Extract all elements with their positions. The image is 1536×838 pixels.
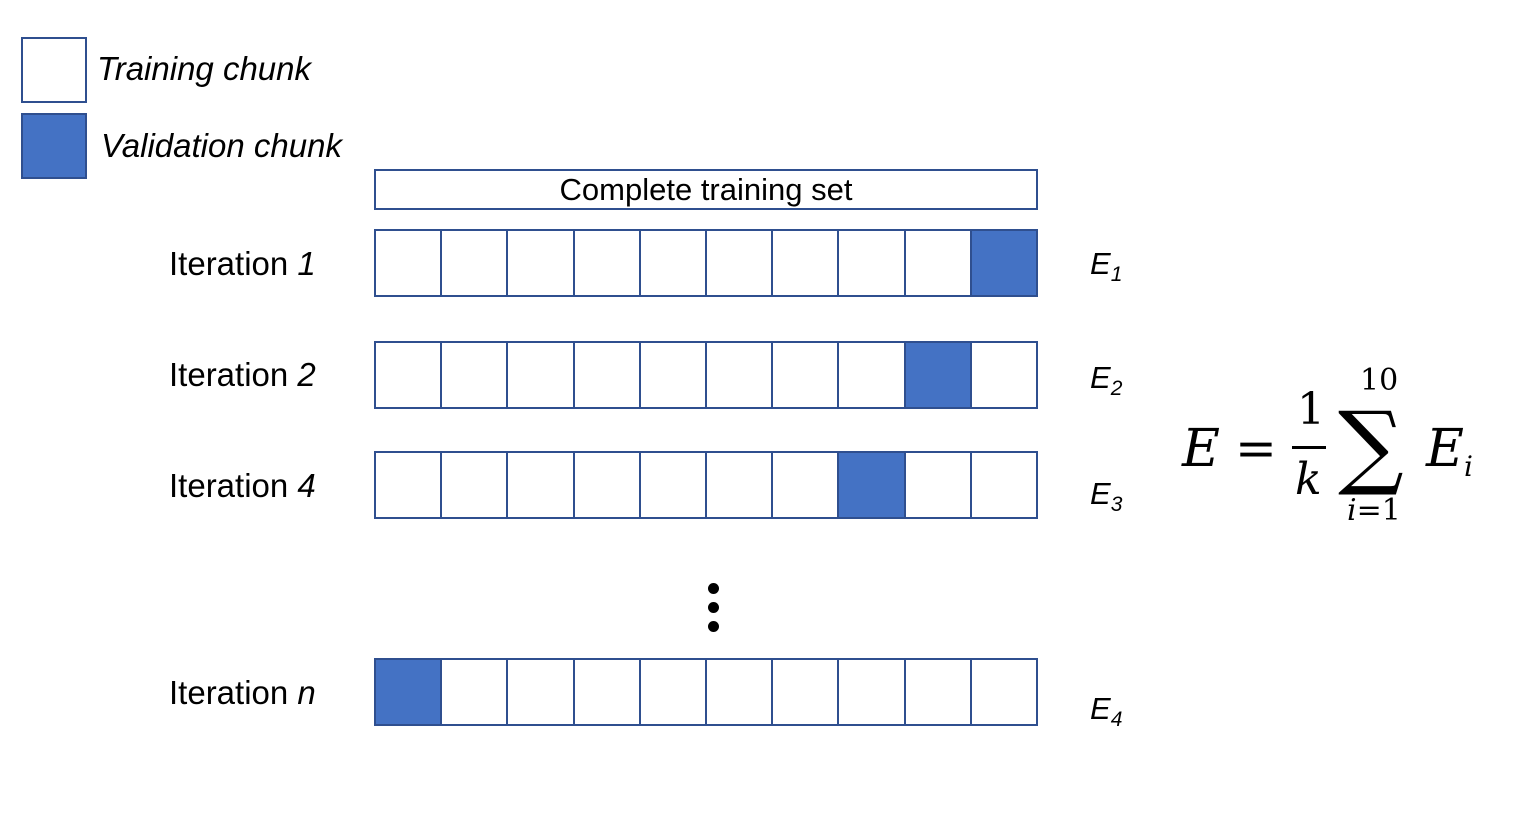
training-chunk [905,231,972,295]
training-chunk [707,231,774,295]
formula-sum-symbol: ∑ [1338,392,1404,499]
training-chunk [442,660,509,724]
formula-equals: = [1235,419,1277,477]
formula-lower-variable: i [1347,493,1357,528]
iteration-number: 1 [297,245,316,282]
iteration-label-text: Iteration [169,467,298,504]
formula-fraction-bar [1292,446,1326,449]
formula-term-symbol: E [1426,419,1464,479]
formula-numerator: 1 [1297,384,1325,435]
formula-lhs: E [1182,419,1220,479]
training-chunk [574,453,641,517]
training-chunk [773,453,840,517]
training-chunk [376,343,443,407]
error-symbol: E [1090,246,1111,281]
training-chunk [574,660,641,724]
average-error-formula: E = 1 k ∑ 10 i=1 Ei [1180,360,1500,540]
formula-term-subscript: i [1463,450,1473,483]
error-symbol: E [1090,476,1111,511]
training-chunk [376,453,443,517]
training-chunk [707,453,774,517]
error-label-2: E2 [1090,362,1122,399]
iteration-label-3: Iteration 4 [169,469,316,502]
training-chunk [905,660,972,724]
iteration-row-1 [374,229,1038,297]
ellipsis-dot [708,602,719,613]
vertical-ellipsis-icon [707,583,721,633]
training-chunk-legend-label: Training chunk [97,50,312,87]
training-chunk [971,453,1037,517]
error-subscript: 2 [1110,377,1123,400]
training-chunk [640,660,708,724]
training-chunk [376,231,443,295]
validation-chunk-legend-swatch [21,113,87,179]
iteration-label-text: Iteration [169,356,298,393]
training-chunk [773,343,840,407]
training-chunk [508,660,575,724]
training-chunk [442,453,509,517]
formula-denominator: k [1295,454,1322,505]
error-symbol: E [1090,360,1111,395]
iteration-number: n [297,674,316,711]
training-chunk [773,660,840,724]
training-chunk [707,343,774,407]
formula-lower-limit: i=1 [1347,496,1401,526]
iteration-label-text: Iteration [169,674,298,711]
training-chunk [773,231,840,295]
training-chunk-legend-swatch [21,37,87,103]
validation-chunk [376,660,443,724]
training-chunk [707,660,774,724]
training-chunk [971,343,1037,407]
ellipsis-dot [708,583,719,594]
iteration-label-4: Iteration n [169,676,316,709]
iteration-label-text: Iteration [169,245,298,282]
training-chunk [442,343,509,407]
error-label-3: E3 [1090,478,1122,515]
iteration-number: 2 [297,356,316,393]
training-chunk [839,231,906,295]
training-chunk [508,343,575,407]
training-chunk [574,231,641,295]
error-symbol: E [1090,691,1111,726]
training-chunk [640,453,708,517]
iteration-row-2 [374,341,1038,409]
validation-chunk [971,231,1037,295]
training-chunk [508,231,575,295]
formula-lower-value: =1 [1356,493,1401,528]
error-subscript: 1 [1110,263,1123,286]
training-chunk [508,453,575,517]
iteration-label-1: Iteration 1 [169,247,316,280]
iteration-row-3 [374,451,1038,519]
training-chunk [574,343,641,407]
validation-chunk [839,453,906,517]
training-chunk [905,453,972,517]
training-chunk [640,343,708,407]
iteration-row-4 [374,658,1038,726]
formula-term: Ei [1426,423,1473,481]
validation-chunk-legend-label: Validation chunk [101,127,342,164]
validation-chunk [905,343,972,407]
ellipsis-dot [708,621,719,632]
training-chunk [442,231,509,295]
formula-upper-limit: 10 [1360,363,1399,398]
iteration-label-2: Iteration 2 [169,358,316,391]
iteration-number: 4 [297,467,316,504]
error-subscript: 3 [1110,493,1123,516]
training-chunk [640,231,708,295]
error-label-4: E4 [1090,693,1122,730]
error-subscript: 4 [1110,708,1123,731]
training-chunk [839,660,906,724]
complete-training-set-box: Complete training set [374,169,1038,210]
training-chunk [971,660,1037,724]
error-label-1: E1 [1090,248,1122,285]
training-chunk [839,343,906,407]
complete-training-set-label: Complete training set [559,172,853,207]
